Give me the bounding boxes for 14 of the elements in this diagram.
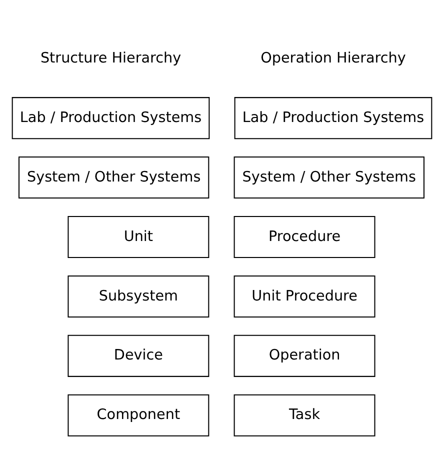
node-box: System / Other Systems [234, 156, 424, 199]
node-box: Component [68, 394, 210, 436]
node-box: Operation [234, 334, 376, 377]
node-box: Unit [68, 216, 210, 258]
label: Structure Hierarchy [40, 50, 182, 66]
label: Operation Hierarchy [260, 50, 406, 66]
node-box: System / Other Systems [18, 156, 210, 199]
node-box: Lab / Production Systems [12, 97, 210, 140]
node-box: Lab / Production Systems [234, 97, 432, 140]
node-box: Task [234, 394, 376, 436]
node-box: Subsystem [68, 275, 210, 318]
node-box: Procedure [234, 216, 376, 258]
node-box: Unit Procedure [234, 275, 376, 318]
node-box: Device [68, 334, 210, 377]
